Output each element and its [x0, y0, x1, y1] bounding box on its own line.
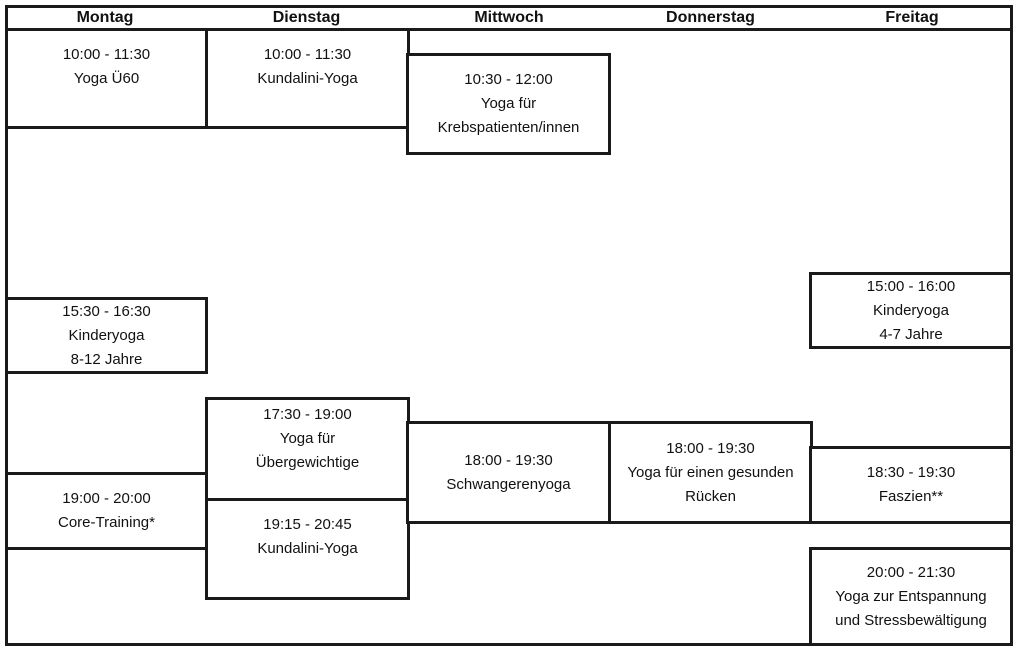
- class-card-monday-2[interactable]: 15:30 - 16:30 Kinderyoga 8-12 Jahre: [5, 297, 208, 374]
- class-detail: 4-7 Jahre: [879, 325, 943, 343]
- class-card-thursday-1[interactable]: 18:00 - 19:30 Yoga für einen gesunden Rü…: [608, 421, 813, 524]
- class-name: Kundalini-Yoga: [257, 69, 358, 87]
- class-card-friday-2[interactable]: 18:30 - 19:30 Faszien**: [809, 446, 1013, 524]
- day-header-mittwoch: Mittwoch: [474, 9, 544, 26]
- class-card-monday-3[interactable]: 19:00 - 20:00 Core-Training*: [5, 472, 208, 550]
- class-name: Schwangerenyoga: [446, 475, 571, 493]
- class-name: Kinderyoga: [873, 301, 949, 319]
- day-header-montag: Montag: [76, 9, 134, 26]
- day-header-freitag: Freitag: [885, 9, 939, 26]
- class-name: Yoga für: [279, 430, 336, 447]
- class-detail: Krebspatienten/innen: [437, 119, 580, 136]
- class-card-friday-3[interactable]: 20:00 - 21:30 Yoga zur Entspannung und S…: [809, 547, 1013, 646]
- class-name: Yoga für: [480, 95, 537, 112]
- class-detail: Übergewichtige: [255, 454, 360, 471]
- class-name: Kinderyoga: [68, 326, 145, 344]
- class-time: 10:00 - 11:30: [263, 45, 352, 63]
- class-card-friday-1[interactable]: 15:00 - 16:00 Kinderyoga 4-7 Jahre: [809, 272, 1013, 349]
- class-time: 17:30 - 19:00: [263, 406, 352, 423]
- class-time: 20:00 - 21:30: [866, 563, 956, 581]
- class-time: 15:30 - 16:30: [62, 302, 151, 320]
- class-time: 19:15 - 20:45: [263, 516, 352, 533]
- day-header-dienstag: Dienstag: [272, 9, 341, 26]
- day-header-donnerstag: Donnerstag: [666, 9, 755, 26]
- class-card-wednesday-1[interactable]: 10:30 - 12:00 Yoga für Krebspatienten/in…: [406, 53, 611, 155]
- class-name: Yoga zur Entspannung: [835, 587, 987, 605]
- class-card-tuesday-3[interactable]: 19:15 - 20:45 Kundalini-Yoga: [205, 498, 410, 600]
- class-card-wednesday-2[interactable]: 18:00 - 19:30 Schwangerenyoga: [406, 421, 611, 524]
- class-time: 18:00 - 19:30: [464, 451, 553, 469]
- class-time: 18:30 - 19:30: [866, 464, 956, 481]
- class-time: 10:00 - 11:30: [62, 45, 151, 63]
- class-time: 10:30 - 12:00: [464, 71, 553, 88]
- class-time: 19:00 - 20:00: [62, 490, 151, 507]
- class-name: Kundalini-Yoga: [257, 540, 358, 557]
- class-time: 15:00 - 16:00: [866, 277, 956, 295]
- class-detail: Rücken: [685, 487, 736, 505]
- class-detail: 8-12 Jahre: [70, 350, 143, 368]
- class-name: Faszien**: [878, 488, 944, 505]
- class-detail: und Stressbewältigung: [835, 611, 987, 629]
- class-card-tuesday-1[interactable]: 10:00 - 11:30 Kundalini-Yoga: [205, 28, 410, 129]
- class-time: 18:00 - 19:30: [666, 439, 755, 457]
- class-name: Yoga für einen gesunden: [627, 463, 794, 481]
- header-divider: [5, 28, 1013, 31]
- class-name: Yoga Ü60: [73, 69, 140, 87]
- class-card-monday-1[interactable]: 10:00 - 11:30 Yoga Ü60: [5, 28, 208, 129]
- class-card-tuesday-2[interactable]: 17:30 - 19:00 Yoga für Übergewichtige: [205, 397, 410, 501]
- class-name: Core-Training*: [58, 514, 155, 531]
